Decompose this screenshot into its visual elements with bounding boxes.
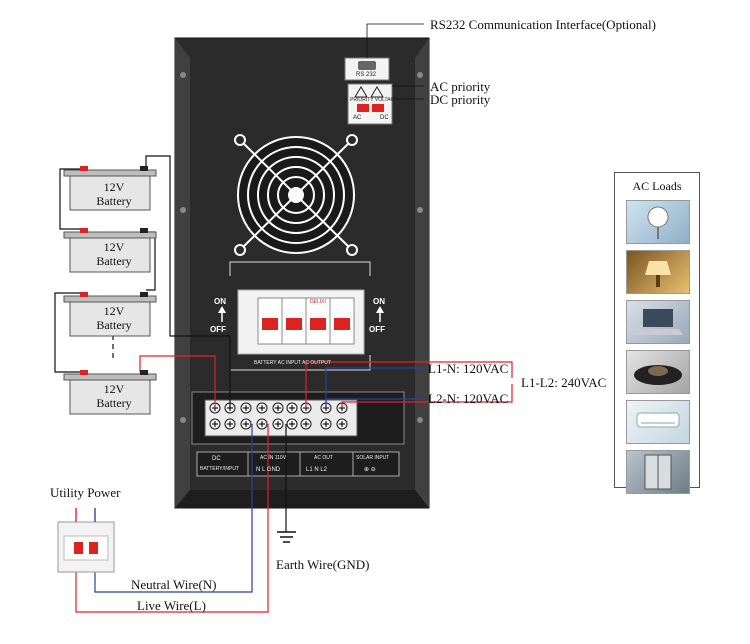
laptop-icon — [626, 300, 690, 344]
terminal-label-panel — [196, 451, 400, 477]
battery-1-voltage: 12V — [103, 180, 125, 194]
air-conditioner-icon — [626, 400, 690, 444]
ac-loads-title: AC Loads — [632, 179, 682, 193]
ac-loads-panel: AC Loads — [614, 172, 700, 494]
terminal-screw — [272, 418, 284, 430]
terminal-screw — [240, 418, 252, 430]
utility-breaker-box — [57, 508, 115, 573]
rs232-port — [344, 57, 390, 81]
cooktop-icon — [626, 350, 690, 394]
terminal-group-dc-sub: BATTERY/INPUT — [200, 466, 239, 472]
battery-3 — [63, 292, 157, 337]
terminal-screw — [256, 402, 268, 414]
terminal-group-solar-sub: ⊕ ⊖ — [364, 467, 376, 473]
terminal-screw — [286, 418, 298, 430]
left-on-label: ON — [214, 297, 226, 306]
battery-wiring — [54, 155, 231, 408]
neutral-wire-label: Neutral Wire(N) — [131, 577, 217, 592]
battery-4-label: 12V Battery — [72, 382, 156, 410]
cooling-fan — [234, 134, 358, 256]
utility-power-label: Utility Power — [50, 485, 121, 500]
battery-bank — [63, 166, 157, 415]
left-off-label: OFF — [210, 325, 226, 334]
terminal-group-acin-sub: N L GND — [256, 467, 281, 473]
battery-1-label: 12V Battery — [72, 180, 156, 208]
right-on-label: ON — [373, 297, 385, 306]
annotation-leaders — [366, 23, 424, 100]
battery-4-voltage: 12V — [103, 382, 125, 396]
lamp-icon — [626, 250, 690, 294]
breaker-caption: BATTERY AC INPUT AC OUTPUT — [254, 360, 331, 366]
terminal-screw — [240, 402, 252, 414]
earth-ground-icon — [277, 531, 296, 543]
priority-switch-caption: PRIORITY VOLTAGE — [350, 97, 398, 103]
dc-priority-label: DC priority — [430, 92, 491, 107]
battery-4-name: Battery — [96, 396, 132, 410]
live-wire-label: Live Wire(L) — [137, 598, 206, 613]
battery-4 — [63, 370, 157, 415]
terminal-group-solar-title: SOLAR INPUT — [356, 455, 390, 461]
rs232-port-label: RS 232 — [356, 72, 377, 78]
rs232-interface-label: RS232 Communication Interface(Optional) — [430, 17, 657, 32]
terminal-screw — [209, 418, 221, 430]
l2-n-label: L2-N: 120VAC — [428, 391, 509, 406]
terminal-group-acout-sub: L1 N L2 — [306, 467, 328, 473]
ac-output-wiring — [305, 361, 513, 408]
terminal-block — [191, 391, 405, 445]
ac-priority-label: AC priority — [430, 79, 491, 94]
terminal-screw — [336, 418, 348, 430]
terminal-group-acout-title: AC OUT — [314, 455, 333, 461]
dc-tag: DC — [380, 115, 389, 121]
battery-2-label: 12V Battery — [72, 240, 156, 268]
circuit-breakers — [229, 261, 371, 371]
battery-3-name: Battery — [96, 318, 132, 332]
earth-wire-label: Earth Wire(GND) — [276, 557, 370, 572]
priority-switch — [347, 83, 393, 125]
terminal-screw — [320, 418, 332, 430]
terminal-screw — [224, 418, 236, 430]
battery-2 — [63, 228, 157, 273]
terminal-screw — [256, 418, 268, 430]
terminal-screws — [209, 402, 348, 430]
battery-2-voltage: 12V — [103, 240, 125, 254]
battery-3-label: 12V Battery — [72, 304, 156, 332]
fan-icon — [626, 200, 690, 244]
terminal-screw — [286, 402, 298, 414]
refrigerator-icon — [626, 450, 690, 494]
battery-1 — [63, 166, 157, 211]
breaker-brand: DELIXI — [310, 299, 326, 305]
terminal-screw — [300, 418, 312, 430]
terminal-group-dc-title: DC — [212, 456, 221, 462]
battery-2-name: Battery — [96, 254, 132, 268]
ac-tag: AC — [353, 115, 362, 121]
on-off-arrows — [218, 306, 384, 322]
right-off-label: OFF — [369, 325, 385, 334]
battery-3-voltage: 12V — [103, 304, 125, 318]
l1-n-label: L1-N: 120VAC — [428, 361, 509, 376]
terminal-screw — [272, 402, 284, 414]
l1-l2-label: L1-L2: 240VAC — [521, 375, 607, 390]
terminal-group-acin-title: AC IN 110V — [260, 455, 287, 461]
battery-1-name: Battery — [96, 194, 132, 208]
